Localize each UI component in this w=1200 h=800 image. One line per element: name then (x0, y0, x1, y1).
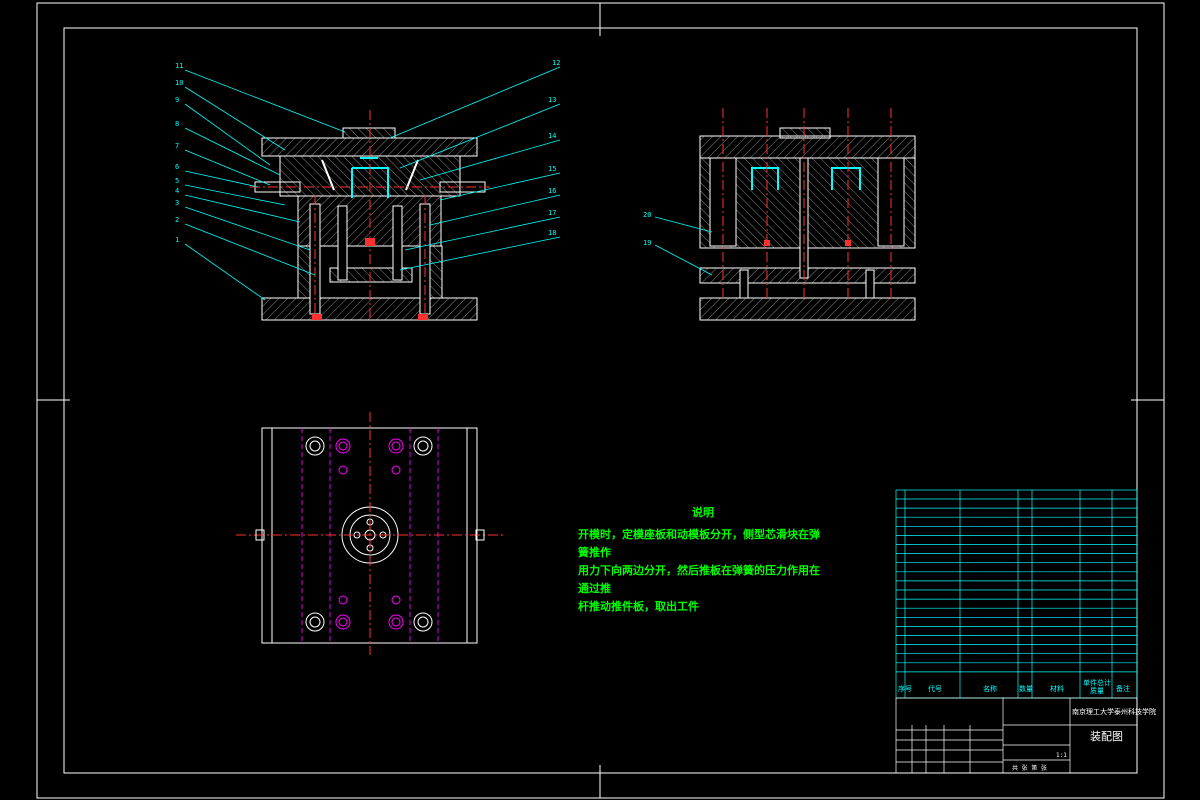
part-numbers-left: 11 10 9 8 7 6 5 4 3 2 1 (175, 62, 183, 244)
parts-list-header: 序号 代号 名称 数量 材料 单件 总计 备注 质量 (898, 678, 1130, 695)
part-label: 6 (175, 163, 179, 171)
part-label: 10 (175, 79, 183, 87)
weight-label: 质量 (1090, 686, 1104, 695)
col-header: 数量 (1019, 684, 1033, 693)
design-notes: 说明 开模时，定模座板和动模板分开，侧型芯滑块在弹簧推作 用力下向两边分开，然后… (578, 504, 828, 616)
sheet-count: 共 张 第 张 (1012, 764, 1047, 772)
col-header: 总计 (1097, 678, 1111, 687)
col-header: 名称 (983, 684, 997, 693)
part-label: 9 (175, 96, 179, 104)
part-label: 5 (175, 177, 179, 185)
col-header: 材料 (1050, 684, 1064, 693)
scale-value: 1:1 (1056, 752, 1067, 759)
part-label: 3 (175, 199, 179, 207)
part-label: 1 (175, 236, 179, 244)
drawing-name: 装配图 (1090, 730, 1123, 743)
side-section-view: 20 19 (643, 108, 916, 321)
notes-line: 用力下向两边分开，然后推板在弹簧的压力作用在通过推 (578, 564, 820, 595)
parts-list-table (895, 489, 1138, 699)
part-label: 14 (548, 132, 556, 140)
front-section-view (250, 110, 490, 321)
part-label: 20 (643, 211, 651, 219)
part-label: 19 (643, 239, 651, 247)
col-header: 代号 (928, 684, 942, 693)
col-header: 序号 (898, 684, 912, 693)
col-header: 备注 (1116, 684, 1130, 693)
leader-lines-right (389, 66, 561, 271)
part-label: 15 (548, 165, 556, 173)
part-label: 11 (175, 62, 183, 70)
title-block (895, 697, 1138, 774)
part-label: 16 (548, 187, 556, 195)
part-label: 7 (175, 142, 179, 150)
school-name: 南京理工大学泰州科技学院 (1072, 707, 1156, 716)
col-header: 单件 (1083, 678, 1097, 687)
notes-title: 说明 (692, 506, 714, 519)
leader-lines-left (184, 69, 346, 301)
sheet-border (36, 2, 1165, 799)
notes-line: 杆推动推件板，取出工件 (578, 600, 699, 613)
part-label: 17 (548, 209, 556, 217)
part-label: 13 (548, 96, 556, 104)
part-label: 12 (552, 59, 560, 67)
part-label: 2 (175, 216, 179, 224)
notes-line: 开模时，定模座板和动模板分开，侧型芯滑块在弹簧推作 (578, 528, 820, 559)
part-numbers-right: 12 13 14 15 16 17 18 (548, 59, 560, 237)
part-label: 4 (175, 187, 179, 195)
plan-view (236, 412, 503, 655)
part-label: 18 (548, 229, 556, 237)
part-label: 8 (175, 120, 179, 128)
title-block-text: 南京理工大学泰州科技学院 装配图 1:1 共 张 第 张 (1012, 707, 1156, 772)
